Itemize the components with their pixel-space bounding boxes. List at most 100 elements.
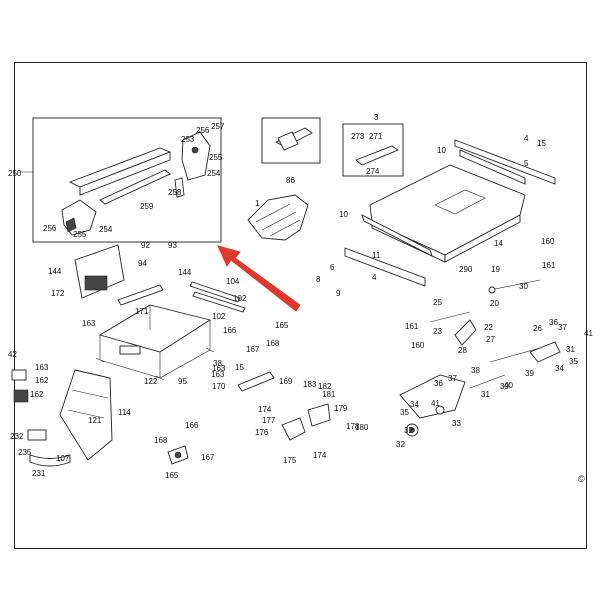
stand-top: [98, 304, 212, 353]
callout-label: 33: [452, 419, 461, 428]
callout-label: 172: [51, 289, 65, 298]
callout-label: 161: [542, 261, 556, 270]
callout-label: 37: [448, 374, 457, 383]
callout-label: 175: [283, 456, 297, 465]
callout-label: 102: [233, 294, 247, 303]
callout-label: 163: [212, 364, 226, 373]
left-rail: [361, 214, 433, 257]
fence-bracket: [181, 131, 211, 181]
callout-label: 160: [411, 341, 425, 350]
blade-guard: [247, 194, 309, 241]
callout-label: 86: [286, 176, 295, 185]
bevel-scale: [29, 454, 71, 467]
callout-label: 271: [369, 132, 383, 141]
callout-label: 35: [569, 357, 578, 366]
right-rail: [454, 139, 556, 185]
callout-label: 273: [351, 132, 365, 141]
callout-label: 231: [32, 469, 46, 478]
callout-label: 174: [258, 405, 272, 414]
callout-label: 255: [209, 153, 223, 162]
callout-label: 174: [313, 451, 327, 460]
callout-arrow: [217, 245, 301, 312]
fence-rail-lower: [99, 169, 171, 205]
callout-label: 160: [541, 237, 555, 246]
callout-label: 41: [584, 329, 593, 338]
callout-label: 3: [374, 113, 379, 122]
callout-label: 31: [566, 345, 575, 354]
callout-label: 169: [279, 377, 293, 386]
callout-label: 274: [366, 167, 380, 176]
callout-label: 8: [316, 275, 321, 284]
callout-label: 255: [73, 230, 87, 239]
front-rail: [344, 247, 426, 287]
callout-label: 15: [235, 363, 244, 372]
callout-label: 163: [35, 363, 49, 372]
callout-label: 181: [322, 390, 336, 399]
inset-box: [32, 117, 222, 243]
callout-label: 167: [246, 345, 260, 354]
callout-label: 39: [525, 369, 534, 378]
callout-label: 182: [318, 382, 332, 391]
callout-label: 20: [490, 299, 499, 308]
callout-label: 23: [433, 327, 442, 336]
callout-label: 92: [141, 241, 150, 250]
callout-label: 22: [484, 323, 493, 332]
callout-label: 256: [196, 126, 210, 135]
callout-label: 256: [43, 224, 57, 233]
callout-label: 37: [558, 323, 567, 332]
callout-label: 40: [504, 381, 513, 390]
callout-label: 102: [212, 312, 226, 321]
callout-label: 144: [48, 267, 62, 276]
callout-label: 19: [491, 265, 500, 274]
callout-label: 9: [336, 289, 341, 298]
callout-label: 26: [533, 324, 542, 333]
callout-label: 258: [168, 188, 182, 197]
callout-label: 36: [549, 318, 558, 327]
callout-label: 14: [494, 239, 503, 248]
callout-label: 144: [178, 268, 192, 277]
callout-label: 163: [82, 319, 96, 328]
callout-label: 42: [8, 350, 17, 359]
callout-label: 93: [168, 241, 177, 250]
copyright-mark: ©: [578, 474, 585, 484]
callout-label: 10: [437, 146, 446, 155]
callout-label: 290: [459, 265, 473, 274]
callout-label: 10: [339, 210, 348, 219]
callout-label: 162: [30, 390, 44, 399]
callout-label: 165: [275, 321, 289, 330]
callout-label: 41: [431, 399, 440, 408]
callout-label: 254: [207, 169, 221, 178]
callout-label: 4: [372, 273, 377, 282]
callout-label: 257: [211, 122, 225, 131]
callout-label: 166: [185, 421, 199, 430]
callout-label: 259: [140, 202, 154, 211]
callout-label: 121: [88, 416, 102, 425]
callout-label: 25: [433, 298, 442, 307]
callout-label: 15: [537, 139, 546, 148]
callout-label: 180: [355, 423, 369, 432]
callout-label: 11: [372, 251, 381, 260]
callout-label: 36: [434, 379, 443, 388]
callout-label: 107: [56, 454, 70, 463]
callout-label: 34: [410, 400, 419, 409]
throat-plate: [355, 145, 399, 166]
callout-label: 35: [400, 408, 409, 417]
callout-label: 5: [524, 159, 529, 168]
callout-label: 176: [255, 428, 269, 437]
callout-label: 168: [154, 436, 168, 445]
callout-label: 39: [500, 382, 509, 391]
callout-label: 94: [138, 259, 147, 268]
callout-label: 6: [330, 263, 335, 272]
diagram-frame: [14, 62, 587, 549]
callout-label: 165: [165, 471, 179, 480]
callout-label: 38: [471, 366, 480, 375]
callout-label: 32: [404, 426, 413, 435]
callout-label: 95: [178, 377, 187, 386]
callout-label: 183: [303, 380, 317, 389]
insert-inset-box: [342, 123, 404, 177]
callout-label: 163: [211, 370, 225, 379]
callout-label: 4: [524, 134, 529, 143]
callout-label: 168: [266, 339, 280, 348]
